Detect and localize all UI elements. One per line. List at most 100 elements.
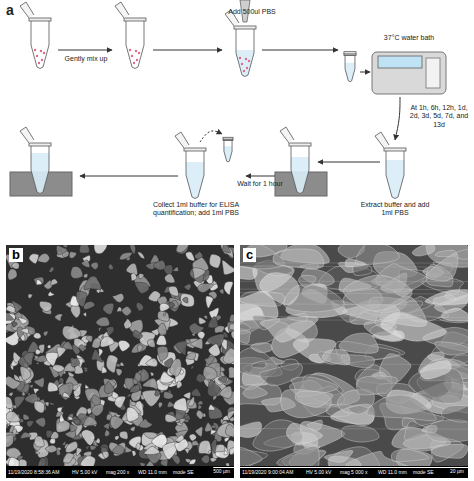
sem-flake xyxy=(147,339,155,347)
step-arrow xyxy=(360,72,370,73)
sem-flake xyxy=(39,301,51,311)
sem-flake xyxy=(12,263,19,269)
sem-flake xyxy=(322,350,350,365)
scan-line xyxy=(240,262,468,263)
step-arrow xyxy=(395,97,400,140)
sem-flake xyxy=(156,335,166,345)
sem-flake xyxy=(36,279,42,284)
sem-flake xyxy=(198,405,202,410)
sem-flake xyxy=(62,326,81,340)
sem-flake xyxy=(92,338,100,348)
sem-flake xyxy=(131,273,137,281)
sem-flake xyxy=(104,381,114,393)
tube-icon xyxy=(115,2,146,69)
sem-flake xyxy=(68,417,73,420)
sem-flake xyxy=(192,441,199,446)
scan-line xyxy=(240,266,468,267)
sem-flake xyxy=(17,327,24,338)
sem-flake xyxy=(92,349,103,362)
tube-cap-open xyxy=(280,127,294,143)
tube-body xyxy=(236,28,254,77)
sem-flake xyxy=(186,252,195,261)
tube-cap xyxy=(223,137,233,139)
sample-dot xyxy=(36,55,38,57)
sem-flake xyxy=(144,446,160,454)
sem-flake xyxy=(339,333,378,353)
sem-flake xyxy=(251,343,273,353)
sem-flake xyxy=(94,245,107,254)
sample-dot xyxy=(38,62,40,64)
sem-flake xyxy=(220,386,232,399)
sem-flake xyxy=(150,372,153,376)
sample-dot xyxy=(135,50,137,52)
sem-flake xyxy=(101,336,103,339)
sem-flake xyxy=(102,451,108,458)
step-arrow xyxy=(262,50,338,51)
sem-flake xyxy=(186,353,196,360)
sem-flake xyxy=(130,385,140,393)
sem-image-panel: c xyxy=(240,245,468,466)
sem-flake xyxy=(112,293,123,302)
sem-flake xyxy=(229,448,234,455)
sem-flake xyxy=(71,266,83,278)
tube-icon xyxy=(225,10,256,77)
sem-info-text: HV 5.00 kV xyxy=(72,470,97,475)
sem-texture xyxy=(6,245,234,466)
sample-dot xyxy=(248,60,250,62)
sem-flake xyxy=(20,366,31,380)
sem-flake xyxy=(157,346,168,361)
sem-flake xyxy=(98,327,101,331)
sem-flake xyxy=(35,452,40,454)
sem-info-text: WD 11.0 mm xyxy=(378,470,407,475)
sem-flake xyxy=(229,324,234,331)
sample-dot xyxy=(133,62,135,64)
tube-body xyxy=(291,145,309,194)
sem-flake xyxy=(21,328,28,333)
sample-dot xyxy=(131,55,133,57)
sem-flake xyxy=(208,317,218,328)
sem-flake xyxy=(228,410,234,418)
sem-flake xyxy=(189,323,204,334)
sem-flake xyxy=(6,424,8,429)
sem-flake xyxy=(106,327,114,336)
sem-flake xyxy=(140,369,149,382)
sem-flake xyxy=(58,383,73,400)
sem-flake xyxy=(120,362,124,366)
sem-flake xyxy=(130,427,135,432)
scale-bar-label: 20 µm xyxy=(450,469,471,478)
sem-flake xyxy=(85,384,89,388)
sem-flake xyxy=(57,347,66,357)
sem-flake xyxy=(426,420,468,442)
sem-flake xyxy=(186,339,191,343)
sem-flake xyxy=(138,345,143,353)
sample-dot xyxy=(40,50,42,52)
sem-flake xyxy=(225,425,234,438)
sem-flake xyxy=(191,388,201,396)
sem-flake xyxy=(120,253,133,260)
sem-flake xyxy=(119,431,127,439)
sem-flake xyxy=(197,283,213,292)
sem-flake xyxy=(71,305,81,318)
sem-flake xyxy=(12,301,22,312)
scan-line xyxy=(240,281,468,282)
sem-flake xyxy=(29,254,39,264)
sem-flake xyxy=(138,252,145,259)
tube-body xyxy=(31,145,49,194)
scale-bar xyxy=(450,467,471,468)
sem-flake xyxy=(163,313,166,316)
sem-flake xyxy=(8,457,19,466)
sem-flake xyxy=(208,450,211,453)
sem-info-text: mag 200 x xyxy=(106,470,129,475)
panel-letter: b xyxy=(9,248,23,262)
sem-flake xyxy=(34,355,47,362)
tube-icon xyxy=(375,132,406,199)
sem-flake xyxy=(324,450,353,462)
sem-flake xyxy=(341,426,379,442)
tube-body xyxy=(186,150,204,199)
sem-flake xyxy=(108,264,113,270)
sem-flake xyxy=(48,291,54,296)
transfer-arrow xyxy=(200,131,222,142)
sem-flake xyxy=(96,438,100,443)
sem-flake xyxy=(127,394,131,397)
scan-line xyxy=(240,428,468,430)
